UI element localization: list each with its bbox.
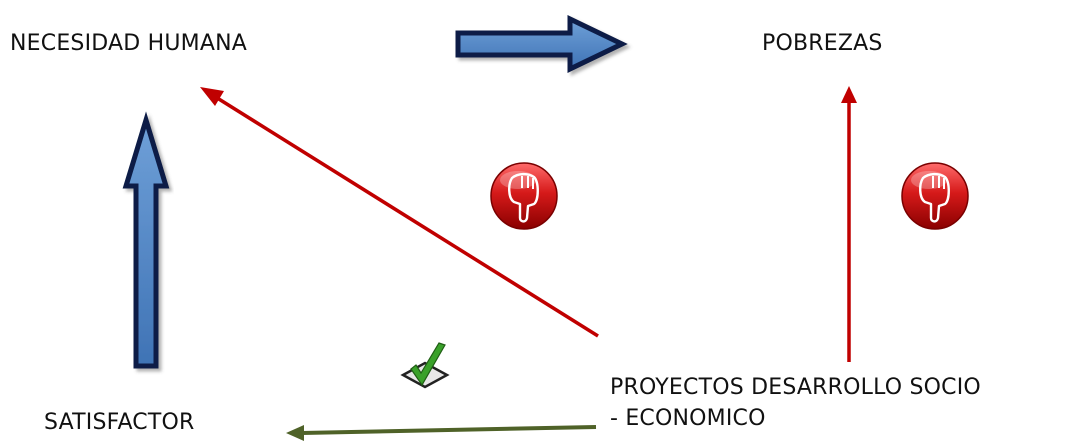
node-satisfactor: SATISFACTOR xyxy=(44,410,195,435)
node-proyectos-line2: - ECONOMICO xyxy=(610,406,766,431)
negative-arrow-pobrezas xyxy=(841,86,857,362)
node-proyectos-desarrollo: PROYECTOS DESARROLLO SOCIO - ECONOMICO xyxy=(610,372,981,434)
thumbs-down-icon xyxy=(901,162,969,230)
checkmark-icon xyxy=(400,342,450,389)
block-arrow-right xyxy=(455,15,628,73)
node-pobrezas: POBREZAS xyxy=(762,31,883,56)
negative-arrow-necesidad xyxy=(200,87,599,338)
thumbs-down-icon xyxy=(490,162,558,230)
block-arrow-up xyxy=(122,111,170,369)
node-proyectos-line1: PROYECTOS DESARROLLO SOCIO xyxy=(610,375,981,400)
positive-arrow-satisfactor xyxy=(286,425,597,441)
node-necesidad-humana: NECESIDAD HUMANA xyxy=(10,31,247,56)
